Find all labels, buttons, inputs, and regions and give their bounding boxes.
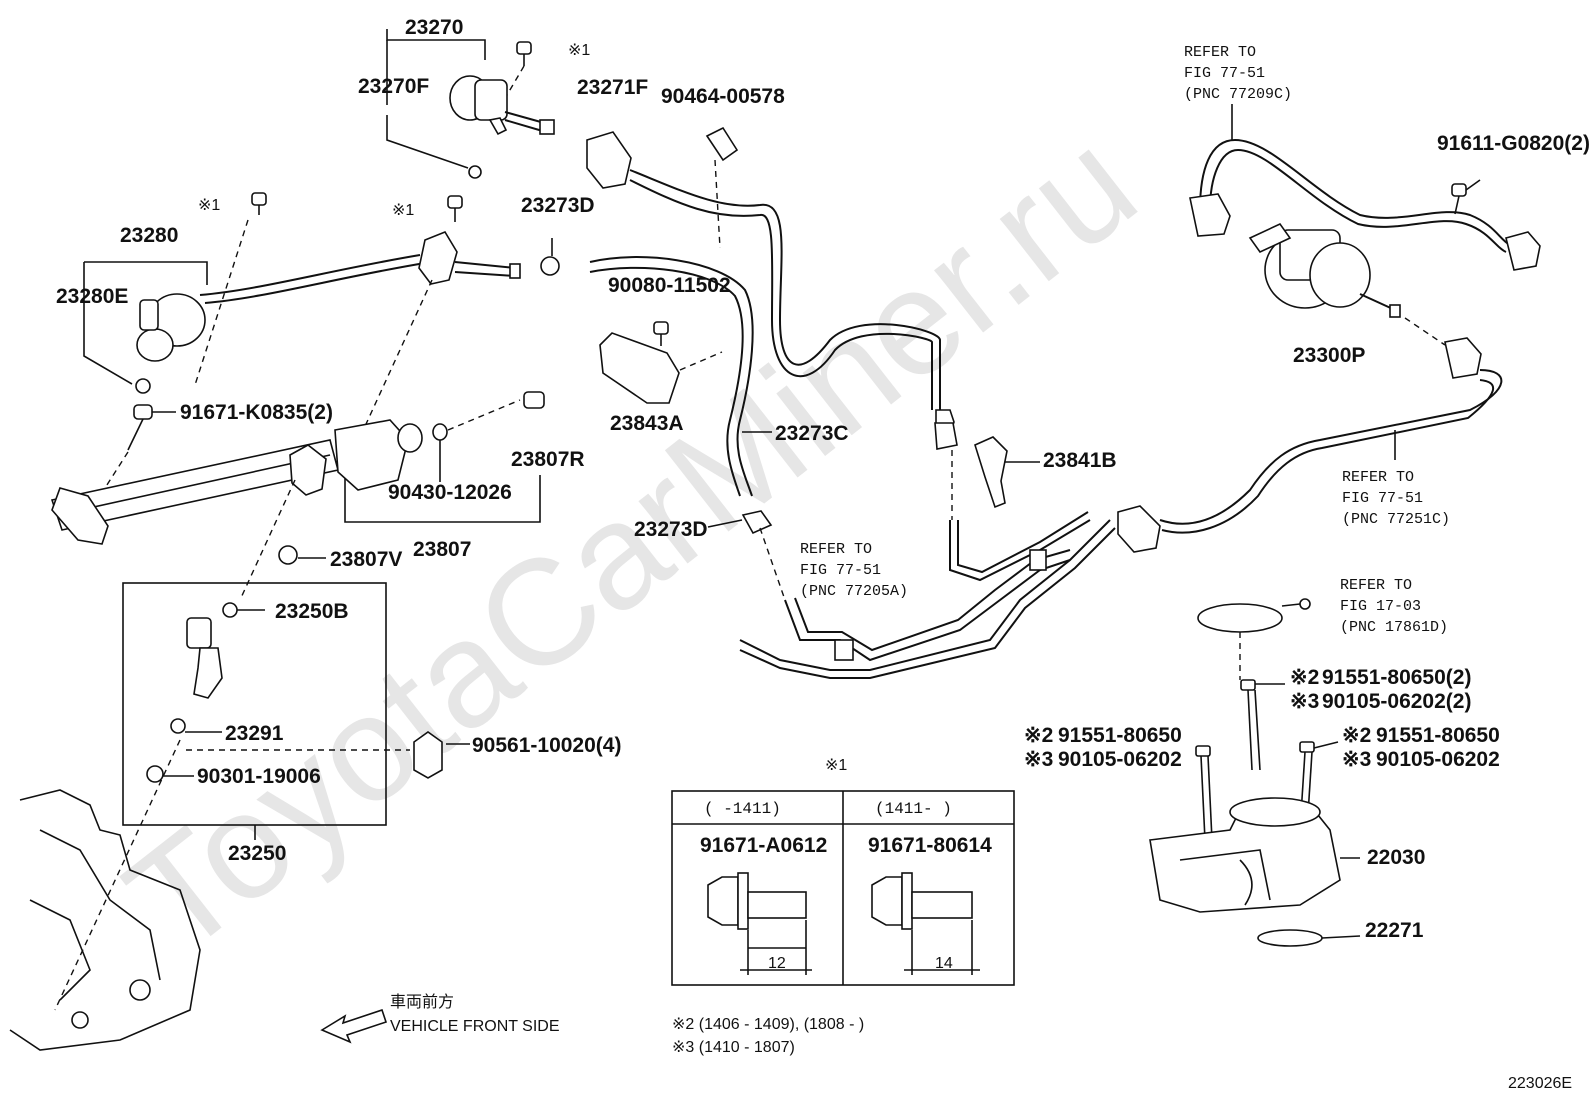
regulator-23270 [386, 29, 555, 179]
table-col1-part: 91671-A0612 [700, 834, 827, 857]
mark-ref-2: ※2 [1342, 724, 1371, 747]
refer-to-77209C: REFER TO FIG 77-51 (PNC 77209C) [1184, 44, 1292, 103]
label-90080-11502: 90080-11502 [608, 274, 731, 297]
label-23270F: 23270F [358, 75, 429, 98]
front-label-en: VEHICLE FRONT SIDE [390, 1018, 560, 1035]
mark-ref-2: ※2 [1024, 724, 1053, 747]
svg-text:FIG 17-03: FIG 17-03 [1340, 598, 1421, 615]
label-23270: 23270 [405, 16, 463, 39]
hose-23273C [540, 238, 786, 601]
lower-fuel-lines [739, 436, 1161, 679]
table-col1-head: ( -1411) [704, 800, 781, 818]
mark-ref-1: ※1 [568, 42, 590, 59]
mark-ref-3: ※3 [1342, 748, 1371, 771]
front-label-jp: 車両前方 [390, 993, 454, 1011]
label-23807: 23807 [413, 538, 471, 561]
engine-outline [9, 789, 201, 1051]
label-90301-19006: 90301-19006 [197, 765, 321, 788]
vsv-23300P [1189, 104, 1541, 346]
label-91551-80650-left: 91551-80650 [1058, 724, 1182, 747]
mark-ref-1: ※1 [198, 197, 220, 214]
table-col2-dim: 14 [935, 955, 953, 972]
hose-23271F [586, 126, 958, 450]
mark-ref-3: ※3 [1290, 690, 1319, 713]
table-mark: ※1 [825, 757, 847, 774]
svg-text:FIG 77-51: FIG 77-51 [1342, 490, 1423, 507]
label-22030: 22030 [1367, 846, 1425, 869]
label-90105-06202-2: 90105-06202(2) [1322, 690, 1471, 713]
svg-text:(PNC 17861D): (PNC 17861D) [1340, 619, 1448, 636]
label-23250B: 23250B [275, 600, 349, 623]
label-23300P: 23300P [1293, 344, 1365, 367]
footnote-3: ※3 (1410 - 1807) [672, 1039, 795, 1056]
label-91551-80650-2: 91551-80650(2) [1322, 666, 1471, 689]
mark-ref-1: ※1 [392, 202, 414, 219]
label-22271: 22271 [1365, 919, 1424, 942]
regulator-23280 [83, 192, 426, 394]
svg-text:REFER TO: REFER TO [1342, 469, 1414, 486]
label-23280: 23280 [120, 224, 178, 247]
label-91611-G0820: 91611-G0820(2) [1437, 132, 1590, 155]
refer-to-77205A: REFER TO FIG 77-51 (PNC 77205A) [800, 541, 908, 600]
footnote-2: ※2 (1406 - 1409), (1808 - ) [672, 1016, 864, 1033]
label-90464-00578: 90464-00578 [661, 85, 785, 108]
injector-assembly-box [54, 582, 470, 1011]
svg-text:FIG 77-51: FIG 77-51 [1184, 65, 1265, 82]
svg-text:FIG 77-51: FIG 77-51 [800, 562, 881, 579]
svg-text:(PNC 77209C): (PNC 77209C) [1184, 86, 1292, 103]
label-90430-12026: 90430-12026 [388, 481, 512, 504]
label-23273C: 23273C [775, 422, 849, 445]
table-col2-part: 91671-80614 [868, 834, 992, 857]
table-col1-dim: 12 [768, 955, 786, 972]
refer-to-17861D: REFER TO FIG 17-03 (PNC 17861D) [1340, 577, 1448, 636]
label-91671-K0835: 91671-K0835(2) [180, 401, 333, 424]
bolt-variant-table: ※1 ( -1411) (1411- ) 91671-A0612 91671-8… [671, 757, 1015, 986]
svg-text:REFER TO: REFER TO [800, 541, 872, 558]
mark-ref-2: ※2 [1290, 666, 1319, 689]
label-90105-06202-left: 90105-06202 [1058, 748, 1182, 771]
label-23807R: 23807R [511, 448, 585, 471]
label-23280E: 23280E [56, 285, 128, 308]
figure-id: 223026E [1508, 1075, 1572, 1092]
hose-to-throttle [1159, 337, 1503, 534]
svg-text:(PNC 77251C): (PNC 77251C) [1342, 511, 1450, 528]
label-23271F: 23271F [577, 76, 648, 99]
throttle-body-22030 [1149, 598, 1361, 947]
svg-text:(PNC 77205A): (PNC 77205A) [800, 583, 908, 600]
label-23250: 23250 [228, 842, 286, 865]
svg-text:REFER TO: REFER TO [1340, 577, 1412, 594]
mark-ref-3: ※3 [1024, 748, 1053, 771]
refer-to-77251C: REFER TO FIG 77-51 (PNC 77251C) [1342, 469, 1450, 528]
vehicle-front-indicator: 車両前方 VEHICLE FRONT SIDE [320, 993, 560, 1044]
label-23843A: 23843A [610, 412, 684, 435]
label-23841B: 23841B [1043, 449, 1117, 472]
label-90561-10020: 90561-10020(4) [472, 734, 621, 757]
label-91551-80650-right: 91551-80650 [1376, 724, 1500, 747]
svg-text:REFER TO: REFER TO [1184, 44, 1256, 61]
delivery-pipe [50, 391, 545, 601]
label-23807V: 23807V [330, 548, 402, 571]
label-23273D-top: 23273D [521, 194, 595, 217]
label-23273D-bottom: 23273D [634, 518, 708, 541]
bracket-23843A [599, 321, 723, 404]
pipe-23270-upper [344, 195, 521, 471]
label-23291: 23291 [225, 722, 284, 745]
table-col2-head: (1411- ) [875, 800, 952, 818]
label-90105-06202-right: 90105-06202 [1376, 748, 1500, 771]
